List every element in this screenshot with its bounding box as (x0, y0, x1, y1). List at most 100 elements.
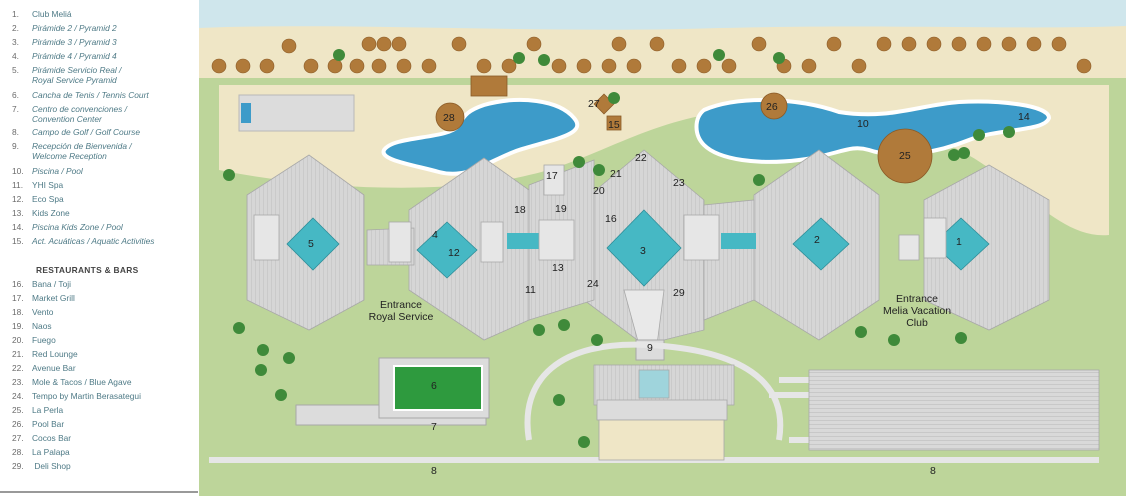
legend-item-text: Pirámide 3 / Pyramid 3 (32, 37, 117, 47)
entrance-melia-label: Entrance Melia Vacation Club (883, 293, 951, 329)
legend-item-text: Club Meliá (32, 9, 72, 19)
marker-5: 5 (308, 238, 314, 250)
entrance-royal-line-2: Royal Service (369, 311, 434, 323)
legend-item-text-line2: Convention Center (32, 114, 102, 124)
legend-item-number: 3. (12, 37, 19, 47)
restaurant-item: 21.Red Lounge (12, 349, 78, 359)
restaurant-item-text: Deli Shop (32, 461, 71, 471)
restaurant-item-number: 17. (12, 293, 24, 303)
pool-building-water (241, 103, 251, 123)
legend-item: 14.Piscina Kids Zone / Pool (12, 222, 123, 232)
legend-item: 2. Pirámide 2 / Pyramid 2 (12, 23, 117, 33)
marker-28: 28 (443, 112, 455, 124)
legend-item-number: 5. (12, 65, 19, 75)
beach (199, 26, 1126, 90)
map-legend: 1. Club Meliá 2. Pirámide 2 / Pyramid 2 3. Pi… (0, 0, 198, 496)
legend-item: 1. Club Meliá (12, 9, 72, 19)
legend-item-text: Piscina Kids Zone / Pool (32, 222, 123, 232)
marker-26: 26 (766, 101, 778, 113)
marker-23: 23 (673, 177, 685, 189)
legend-item: 5. Pirámide Servicio Real /Royal Service … (12, 65, 121, 85)
marker-27: 27 (588, 98, 600, 110)
restaurant-item-text: Tempo by Martin Berasategui (32, 391, 141, 401)
building-cores (253, 164, 947, 263)
entrance-melia-line-3: Club (906, 317, 928, 329)
legend-item-number: 10. (12, 166, 24, 176)
pyramids (286, 209, 990, 287)
restaurant-item-text: Vento (32, 307, 54, 317)
restaurant-item-text: La Perla (32, 405, 64, 415)
restaurant-item: 25.La Perla (12, 405, 63, 415)
marker-10: 10 (857, 118, 869, 130)
legend-item-number: 1. (12, 9, 19, 19)
marker-21: 21 (610, 168, 622, 180)
restaurant-item: 23.Mole & Tacos / Blue Agave (12, 377, 131, 387)
corridor-glass-left (507, 233, 542, 249)
legend-item-text: Pirámide 2 / Pyramid 2 (32, 23, 117, 33)
marker-3: 3 (640, 245, 646, 257)
marker-1: 1 (956, 236, 962, 248)
parking-lot (808, 369, 1100, 451)
restaurant-item-number: 24. (12, 391, 24, 401)
marker-8-left: 8 (431, 465, 437, 477)
legend-item: 4.Pirámide 4 / Pyramid 4 (12, 51, 117, 61)
restaurant-item: 17. Market Grill (12, 293, 75, 303)
beach-palapas (211, 36, 1092, 74)
restaurant-item-text: Bana / Toji (32, 279, 71, 289)
legend-item-number: 15. (12, 236, 24, 246)
restaurant-item-number: 23. (12, 377, 24, 387)
legend-item-text: Pirámide 4 / Pyramid 4 (32, 51, 117, 61)
legend-item-text-line2: Royal Service Pyramid (32, 75, 117, 85)
restaurant-item-text: Avenue Bar (32, 363, 76, 373)
marker-25: 25 (899, 150, 911, 162)
restaurant-item: 26.Pool Bar (12, 419, 64, 429)
legend-item-number: 11. (12, 180, 24, 190)
marker-9: 9 (647, 342, 653, 354)
legend-item-text: Campo de Golf / Golf Course (32, 127, 140, 137)
legend-item-text: Recepción de Bienvenida / (32, 141, 132, 151)
legend-item: 6.Cancha de Tenis / Tennis Court (12, 90, 149, 100)
restaurant-item-number: 19. (12, 321, 24, 331)
legend-item: 11. YHI Spa (12, 180, 63, 190)
corridor-glass-right (721, 233, 756, 249)
marker-14: 14 (1018, 111, 1030, 123)
legend-item-text: YHI Spa (32, 180, 64, 190)
legend-item: 13.Kids Zone (12, 208, 70, 218)
restaurant-item-text: Fuego (32, 335, 56, 345)
legend-item-text: Pirámide Servicio Real / (32, 65, 122, 75)
marker-11: 11 (525, 284, 536, 296)
marker-7: 7 (431, 421, 437, 433)
pool-building-left (238, 94, 355, 132)
legend-item-number: 2. (12, 23, 19, 33)
legend-item-text: Piscina / Pool (32, 166, 83, 176)
restaurant-item-text: Cocos Bar (32, 433, 72, 443)
restaurant-item: 28.La Palapa (12, 447, 70, 457)
reception-building (593, 364, 735, 461)
marker-8-right: 8 (930, 465, 936, 477)
legend-item: 15.Act. Acuáticas / Aquatic Activities (12, 236, 154, 246)
legend-item-number: 7. (12, 104, 19, 114)
marker-15: 15 (608, 119, 620, 131)
restaurant-item: 18. Vento (12, 307, 53, 317)
restaurant-item: 19.Naos (12, 321, 52, 331)
legend-item-number: 8. (12, 127, 19, 137)
legend-divider (0, 491, 198, 493)
palm-trees (223, 49, 1015, 448)
restaurant-item-number: 29. (12, 461, 24, 471)
restaurant-item-number: 26. (12, 419, 24, 429)
marker-17: 17 (546, 170, 558, 182)
marker-6: 6 (431, 380, 437, 392)
restaurant-item-number: 22. (12, 363, 24, 373)
marker-2: 2 (814, 234, 820, 246)
restaurant-item-number: 20. (12, 335, 24, 345)
marker-12: 12 (448, 247, 460, 259)
resort-map: 1 2 3 4 5 6 7 8 8 9 10 11 12 13 14 15 16… (199, 0, 1126, 496)
marker-4: 4 (432, 229, 438, 241)
restaurant-item-number: 18. (12, 307, 24, 317)
legend-item-text: Cancha de Tenis / Tennis Court (32, 90, 149, 100)
restaurant-item-number: 16. (12, 279, 24, 289)
restaurant-item: 22. Avenue Bar (12, 363, 76, 373)
restaurant-item: 24. Tempo by Martin Berasategui (12, 391, 141, 401)
tennis-court (393, 365, 483, 411)
restaurant-item-text: Market Grill (32, 293, 75, 303)
